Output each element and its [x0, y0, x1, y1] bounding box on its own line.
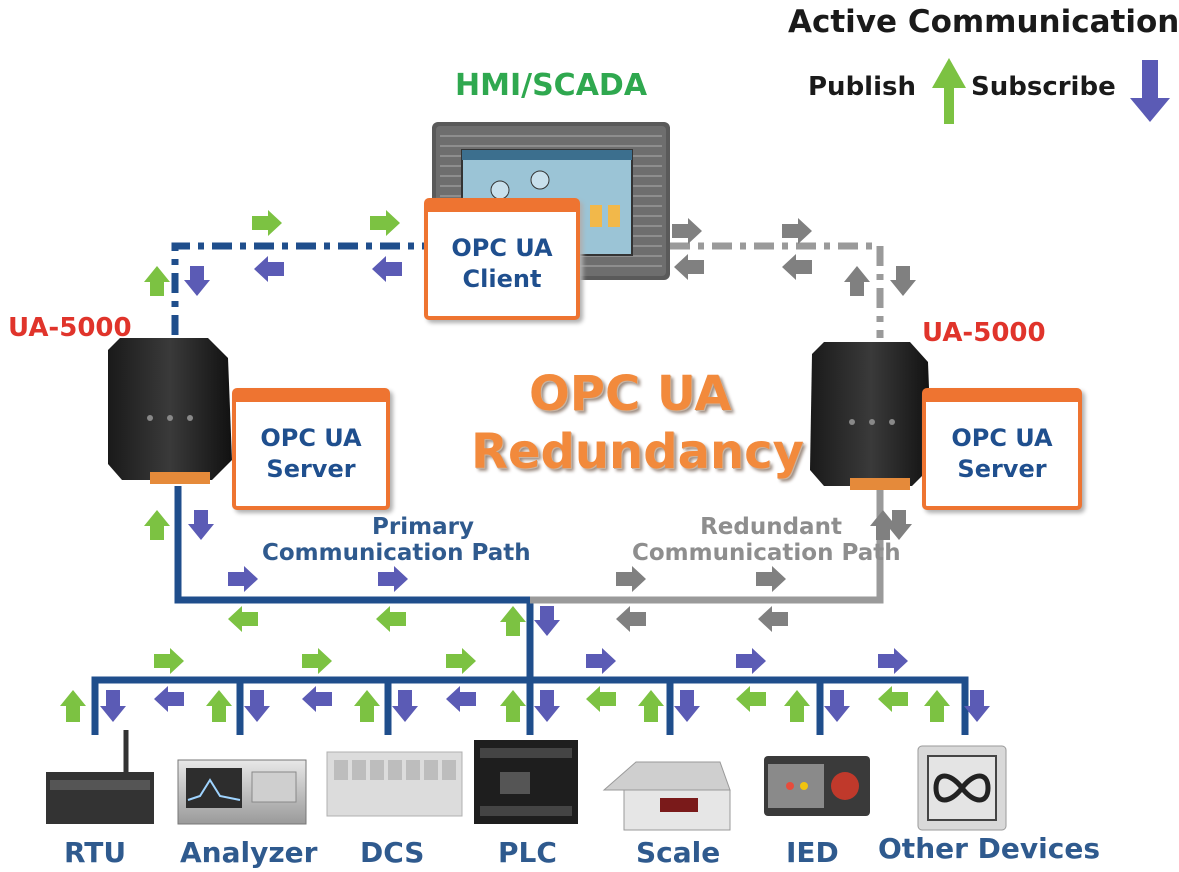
legend-title: Active Communication [788, 4, 1179, 40]
left-server-line1: OPC UA [260, 424, 362, 452]
opc-ua-server-box-right: OPC UA Server [922, 388, 1082, 510]
redundant-path-upper [670, 242, 884, 338]
device-drop-arrows [60, 690, 990, 722]
hmi-scada-title: HMI/SCADA [455, 68, 648, 103]
redundant-upper-arrows [672, 218, 916, 296]
plc-device-image [474, 740, 578, 824]
client-line1: OPC UA [451, 234, 553, 262]
client-line2: Client [462, 265, 542, 293]
device-label-other: Other Devices [878, 832, 1101, 865]
redundancy-title-line1: OPC UA [529, 366, 732, 422]
primary-upper-arrows [144, 210, 402, 296]
analyzer-device-image [177, 759, 307, 825]
right-server-line1: OPC UA [951, 424, 1053, 452]
ua5000-left-label: UA-5000 [8, 313, 132, 343]
primary-lower-arrows [144, 510, 560, 636]
ua5000-right-label: UA-5000 [922, 318, 1046, 348]
primary-path-line1: Primary [372, 514, 474, 540]
device-label-analyzer: Analyzer [180, 836, 318, 869]
publish-arrow-icon [932, 58, 966, 124]
primary-path-lower [174, 486, 534, 680]
ied-device-image [764, 756, 870, 816]
device-label-plc: PLC [498, 836, 557, 869]
rtu-device-image [46, 730, 154, 824]
device-label-scale: Scale [636, 836, 721, 869]
redundant-path-line1: Redundant [700, 514, 842, 540]
device-drops [236, 680, 824, 735]
primary-path-label: Primary Communication Path [262, 514, 531, 566]
right-server-line2: Server [957, 455, 1047, 483]
primary-path-line2: Communication Path [262, 540, 531, 566]
ua5000-right-device [810, 342, 932, 490]
redundant-path-line2: Communication Path [632, 540, 901, 566]
redundancy-title-line2: Redundancy [471, 424, 804, 480]
device-label-dcs: DCS [360, 836, 425, 869]
subscribe-arrow-icon [1130, 60, 1170, 122]
redundant-lower-arrows [616, 510, 912, 632]
opc-ua-client-box: OPC UA Client [424, 198, 580, 320]
scale-device-image [602, 761, 731, 831]
left-server-line2: Server [266, 455, 356, 483]
device-label-ied: IED [786, 836, 839, 869]
legend-publish-label: Publish [808, 72, 916, 102]
legend-subscribe-label: Subscribe [971, 72, 1116, 102]
redundant-path-label: Redundant Communication Path [632, 514, 901, 566]
ua5000-left-device [108, 338, 232, 484]
other-devices-icon [917, 745, 1007, 831]
device-label-rtu: RTU [64, 836, 127, 869]
primary-path-upper [171, 242, 430, 335]
device-bus-arrows [154, 648, 908, 712]
opc-ua-server-box-left: OPC UA Server [232, 388, 390, 510]
dcs-device-image [326, 751, 463, 817]
